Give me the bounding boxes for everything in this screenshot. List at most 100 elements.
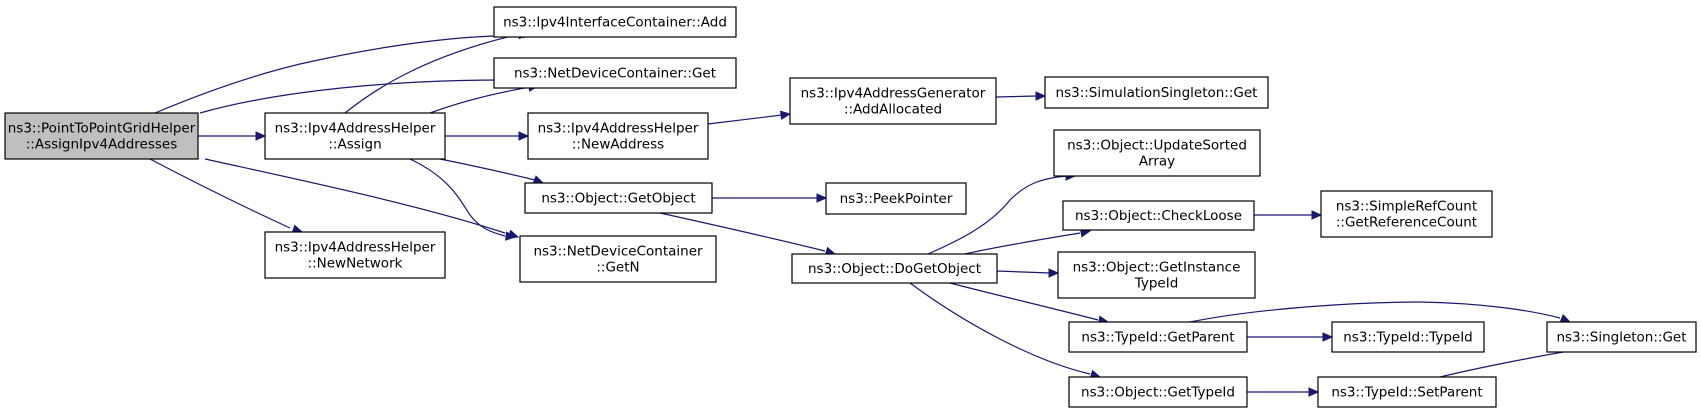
edge-arrowhead (255, 131, 267, 141)
node-box (264, 112, 446, 160)
node-label-line: ::AssignIpv4Addresses (26, 137, 178, 153)
node-box (1331, 321, 1485, 353)
node-label-line: ns3::Object::DoGetObject (808, 261, 981, 277)
node-peekpointer[interactable]: ns3::PeekPointer (825, 182, 967, 215)
node-newnetwork[interactable]: ns3::Ipv4AddressHelper::NewNetwork (264, 231, 446, 279)
node-dogetobject[interactable]: ns3::Object::DoGetObject (791, 253, 998, 284)
node-gettypeid[interactable]: ns3::Object::GetTypeId (1068, 376, 1248, 408)
node-simsingleton[interactable]: ns3::SimulationSingleton::Get (1044, 76, 1269, 109)
edge-line (707, 114, 783, 125)
node-label-line: ::GetReferenceCount (1336, 215, 1477, 231)
node-box (1546, 321, 1697, 353)
node-label-line: ::GetN (596, 260, 639, 276)
edge-dogetobject-to-getinstance (996, 268, 1060, 278)
node-box (1068, 321, 1248, 353)
node-label-line: ns3::SimpleRefCount (1336, 199, 1477, 215)
edge-line (995, 95, 1038, 98)
node-label-line: ns3::NetDeviceContainer::Get (514, 66, 716, 82)
node-label-line: TypeId (1134, 276, 1179, 292)
node-getrefcount[interactable]: ns3::SimpleRefCount::GetReferenceCount (1320, 190, 1493, 238)
node-label-line: ns3::Ipv4AddressHelper (275, 121, 436, 137)
node-setparent[interactable]: ns3::TypeId::SetParent (1317, 376, 1497, 408)
node-getparent[interactable]: ns3::TypeId::GetParent (1068, 321, 1248, 353)
edge-line (909, 282, 1091, 375)
node-box (519, 235, 717, 283)
node-box (1044, 76, 1269, 109)
edge-line (204, 158, 506, 234)
edge-root-to-getn (204, 158, 520, 239)
edge-line (659, 212, 826, 252)
node-label-line: ::Assign (328, 137, 381, 153)
node-box (527, 112, 709, 160)
edge-arrowhead (1048, 268, 1060, 278)
edge-getparent-to-typeid (1247, 332, 1334, 342)
node-box (493, 57, 737, 89)
node-label-line: ns3::Ipv4AddressHelper (538, 121, 699, 137)
node-getobject[interactable]: ns3::Object::GetObject (524, 182, 713, 214)
node-box (1068, 376, 1248, 408)
node-newaddress[interactable]: ns3::Ipv4AddressHelper::NewAddress (527, 112, 709, 160)
node-label-line: ns3::TypeId::SetParent (1331, 385, 1482, 401)
node-label-line: ns3::Object::GetObject (541, 191, 695, 207)
node-box (1062, 200, 1255, 231)
node-label-line: ns3::Singleton::Get (1556, 330, 1686, 346)
edge-assign-to-getn (409, 158, 517, 241)
edge-root-to-newnetwork (149, 158, 304, 234)
edge-dogetobject-to-checkloose (964, 228, 1092, 255)
node-label-line: ns3::TypeId::GetParent (1081, 330, 1234, 346)
edge-line (199, 79, 506, 114)
edge-line (949, 282, 1099, 321)
edge-assign-to-newaddress (445, 131, 530, 141)
node-singletonget[interactable]: ns3::Singleton::Get (1546, 321, 1697, 353)
edge-line (409, 158, 506, 237)
edge-assign-to-getobject (439, 158, 545, 185)
edge-checkloose-to-getrefcount (1254, 210, 1323, 220)
edge-gettypeid-to-setparent (1247, 387, 1320, 397)
node-addallocated[interactable]: ns3::Ipv4AddressGenerator::AddAllocated (789, 77, 997, 125)
node-box (1057, 251, 1256, 299)
node-box (4, 112, 199, 160)
node-label-line: ns3::PointToPointGridHelper (8, 121, 196, 137)
edge-root-to-ifcadd (154, 29, 530, 114)
edge-getobject-to-dogetobject (659, 212, 837, 256)
node-label-line: ns3::Ipv4AddressGenerator (801, 86, 986, 102)
node-label-line: ns3::PeekPointer (840, 191, 953, 207)
edge-line (149, 158, 291, 229)
edge-arrowhead (1559, 314, 1572, 323)
edge-line (429, 86, 531, 114)
node-box (264, 231, 446, 279)
node-ifcadd[interactable]: ns3::Ipv4InterfaceContainer::Add (493, 6, 737, 38)
edge-addallocated-to-simsingleton (995, 91, 1047, 101)
node-box (789, 77, 997, 125)
node-checkloose[interactable]: ns3::Object::CheckLoose (1062, 200, 1255, 231)
node-label-line: ns3::Object::CheckLoose (1075, 208, 1242, 224)
edge-dogetobject-to-gettypeid (909, 282, 1102, 379)
edge-line (154, 35, 495, 114)
call-graph-nodes: ns3::PointToPointGridHelper::AssignIpv4A… (4, 6, 1697, 408)
node-typeid[interactable]: ns3::TypeId::TypeId (1331, 321, 1485, 353)
node-label-line: ns3::TypeId::TypeId (1343, 330, 1473, 346)
edge-arrowhead (816, 193, 828, 203)
node-ndcget[interactable]: ns3::NetDeviceContainer::Get (493, 57, 737, 89)
edge-arrowhead (1308, 387, 1320, 397)
edge-newaddress-to-addallocated (707, 110, 792, 125)
node-label-line: ns3::Object::UpdateSorted (1067, 138, 1247, 154)
edge-line (439, 158, 536, 181)
node-label-line: ns3::Ipv4InterfaceContainer::Add (503, 15, 727, 31)
edge-line (964, 232, 1081, 255)
edge-arrowhead (1322, 332, 1334, 342)
edge-arrowhead (505, 231, 517, 241)
node-root[interactable]: ns3::PointToPointGridHelper::AssignIpv4A… (4, 112, 199, 160)
edge-getobject-to-peekpointer (712, 193, 828, 203)
node-label-line: ns3::Object::GetInstance (1073, 260, 1241, 276)
edge-line (996, 270, 1051, 274)
edge-getparent-to-singletonget (1189, 301, 1572, 323)
node-assign[interactable]: ns3::Ipv4AddressHelper::Assign (264, 112, 446, 160)
node-box (524, 182, 713, 214)
node-getn[interactable]: ns3::NetDeviceContainer::GetN (519, 235, 717, 283)
edge-arrowhead (779, 110, 792, 120)
edge-arrowhead (518, 131, 530, 141)
